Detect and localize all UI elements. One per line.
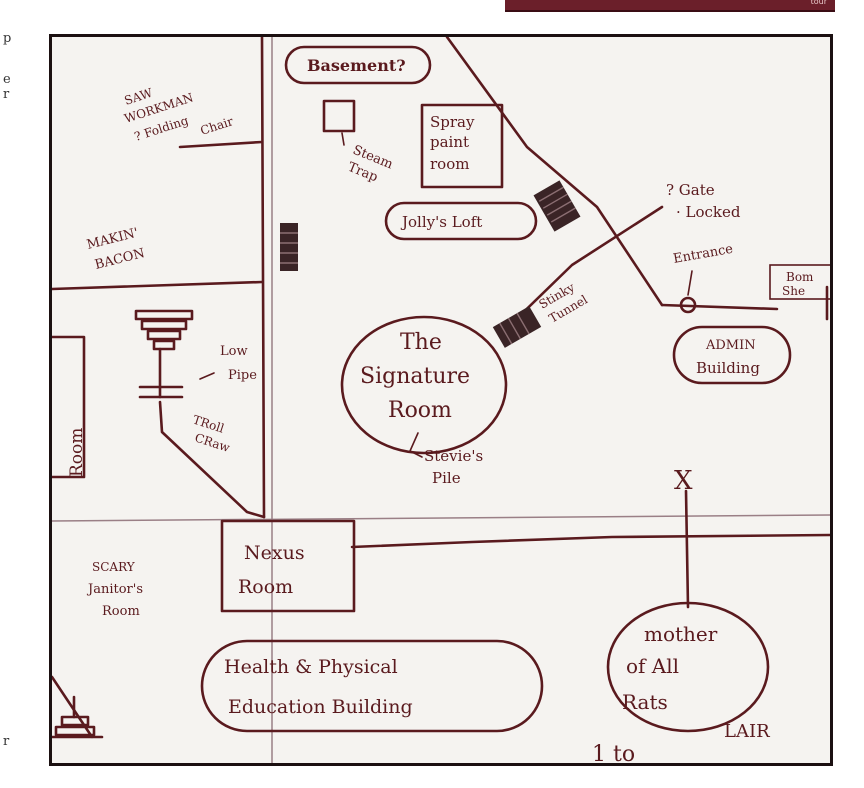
x-mark-label: X [674,466,693,496]
grate-icon [533,180,581,232]
health-building-outline [200,639,544,733]
admin-building-label: Building [696,359,760,377]
low-pipe-label: Pipe [228,368,257,383]
saw-workman-label: Chair [199,114,236,138]
signature-room-outline [340,315,508,455]
nexus-room-box [220,519,356,613]
grid-horizontal-line [52,514,830,522]
low-pipe-pointer [199,372,215,380]
rats-lair-label: Rats [622,690,668,714]
bomb-shelter-label: She [782,284,805,298]
entrance-marker [679,296,697,314]
basement-outline [284,45,432,85]
health-building-label: Education Building [228,696,413,718]
saw-corridor-wall [178,140,264,149]
gate-locked-label: ? Gate [666,181,715,199]
edge-mark: r [3,734,10,749]
nexus-room-label: Room [238,576,293,598]
stairs-icon [54,695,96,737]
scary-janitor-label: Room [102,604,140,619]
entrance-pointer [687,270,693,296]
diagonal-corridor [445,37,664,307]
admin-corridor [660,303,779,311]
low-pipe-label: Low [220,344,248,359]
troll-crawl-path [158,400,266,519]
bacon-corridor-wall [52,280,264,291]
steam-trap-box [322,99,356,133]
spray-paint-label: room [430,155,469,173]
spray-paint-room-box [420,103,504,189]
rats-lair-outline [606,601,770,733]
stevies-pile-label: Pile [432,469,461,487]
scary-janitor-label: Janitor's [86,582,143,597]
signature-room-label: Room [388,398,452,423]
grate-icon [280,223,298,271]
left-room-label: Room [67,428,87,477]
scary-janitor-label: SCARY [92,560,136,574]
jollys-loft-label: Jolly's Loft [400,213,482,231]
basement-label: Basement? [307,56,406,75]
header-banner: tour [505,0,835,12]
bottom-fragment: 1 to [592,742,635,763]
west-corridor-wall [260,37,266,519]
troll-crawl-label: CRaw [193,431,232,456]
jollys-loft-outline [384,201,538,241]
x-to-rats-path [684,489,690,609]
signature-room-label: Signature [360,364,470,389]
nexus-room-label: Nexus [244,542,305,564]
steam-trap-pointer [341,132,345,146]
makin-bacon-label: BACON [93,246,146,273]
rats-lair-label: of All [626,654,679,678]
entrance-label: Entrance [672,242,734,267]
left-edge-marks: p e r r [3,31,11,749]
hand-drawn-map: Basement? Steam Trap Spray paint room Jo… [49,34,833,766]
signature-room-label: The [400,330,442,355]
banner-text: tour [810,0,827,6]
left-room-box [52,335,86,479]
bomb-shelter-label: Bom [786,270,814,284]
edge-mark: p [3,31,11,46]
health-building-label: Health & Physical [224,656,398,678]
admin-building-label: ADMIN [705,338,756,353]
spray-paint-label: Spray [430,113,475,131]
bomb-shelter-box [769,264,830,300]
grate-icon [492,306,542,348]
stevies-pile-label: Stevie's [424,447,483,465]
admin-building-outline [672,325,792,385]
nexus-east-corridor [350,533,830,549]
rats-lair-label: mother [644,622,718,646]
map-canvas: Basement? Steam Trap Spray paint room Jo… [52,37,830,763]
edge-mark: e [3,72,11,87]
stairs-icon [134,309,194,399]
edge-mark: r [3,87,10,102]
spray-paint-label: paint [430,133,469,151]
stevies-pile-pointer [408,432,423,458]
rats-lair-label: LAIR [724,721,770,742]
gate-locked-label: · Locked [676,203,741,221]
